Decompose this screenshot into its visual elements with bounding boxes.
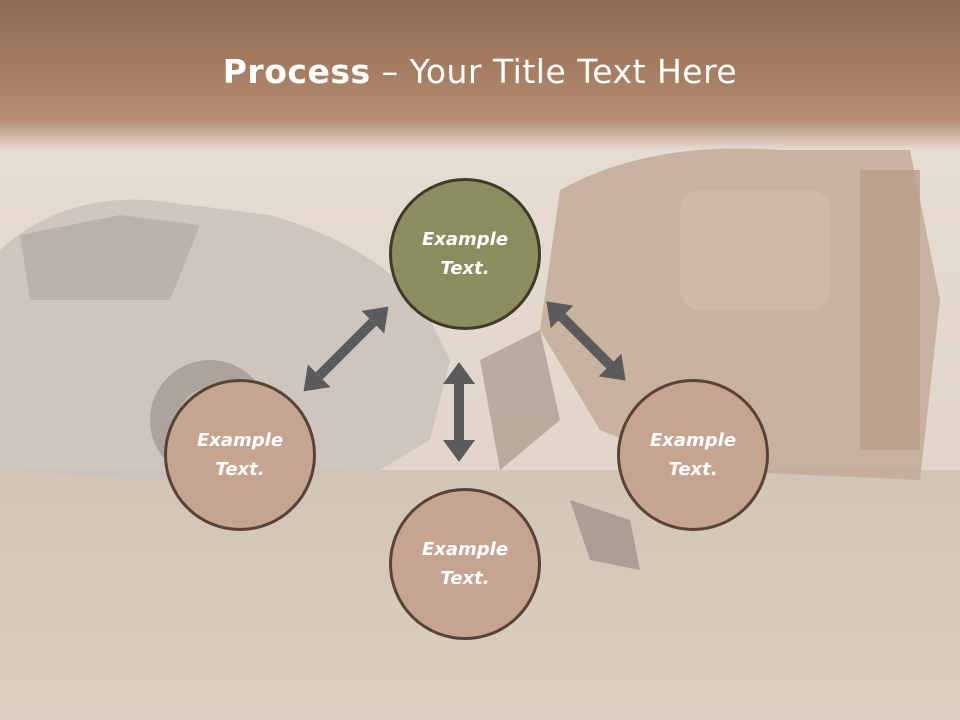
process-node-left[interactable]: Example Text.: [164, 379, 316, 531]
node-label: Example Text.: [421, 539, 509, 589]
process-node-top[interactable]: Example Text.: [389, 178, 541, 330]
title-bold: Process: [222, 52, 371, 91]
process-node-bottom[interactable]: Example Text.: [389, 488, 541, 640]
node-label: Example Text.: [196, 430, 284, 480]
title-rest: – Your Title Text Here: [370, 52, 738, 91]
title-band: [0, 0, 960, 150]
slide-title: Process – Your Title Text Here: [0, 52, 960, 91]
node-label: Example Text.: [649, 430, 737, 480]
node-label: Example Text.: [421, 229, 509, 279]
process-node-right[interactable]: Example Text.: [617, 379, 769, 531]
